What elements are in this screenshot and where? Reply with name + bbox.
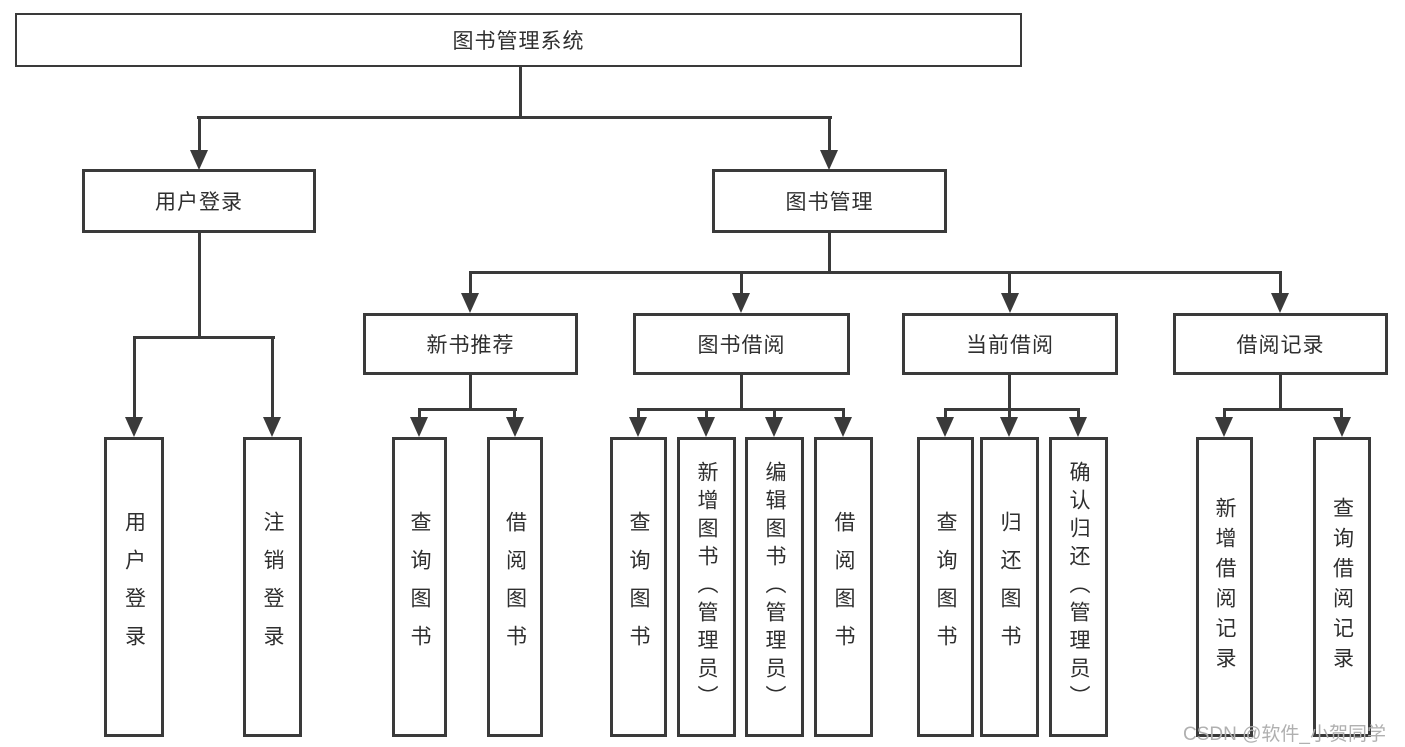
arrowhead-down bbox=[936, 417, 954, 437]
leaf-edit-books-admin: 编辑图书（管理员） bbox=[745, 437, 804, 737]
connector-section-horizontal bbox=[637, 408, 845, 411]
connector-root-horizontal bbox=[197, 116, 832, 119]
connector-section-horizontal bbox=[418, 408, 517, 411]
connector-root-riser bbox=[519, 66, 522, 119]
leaf-borrow-books-1: 借阅图书 bbox=[487, 437, 543, 737]
node-label: 注销登录 bbox=[261, 511, 284, 663]
leaf-query-books-1: 查询图书 bbox=[392, 437, 447, 737]
arrowhead-down bbox=[263, 417, 281, 437]
arrowhead-down bbox=[125, 417, 143, 437]
connector-section-riser bbox=[469, 375, 472, 408]
connector-stem bbox=[1340, 408, 1343, 417]
node-new-book-recommendation: 新书推荐 bbox=[363, 313, 578, 375]
connector-user-login-riser bbox=[198, 233, 201, 336]
connector-stem bbox=[637, 408, 640, 417]
leaf-logout: 注销登录 bbox=[243, 437, 302, 737]
connector-stem bbox=[944, 408, 947, 417]
node-label: 新增借阅记录 bbox=[1213, 497, 1236, 677]
connector-stem bbox=[842, 408, 845, 417]
connector-stem bbox=[740, 271, 743, 293]
arrowhead-down bbox=[834, 417, 852, 437]
leaf-query-borrow-record: 查询借阅记录 bbox=[1313, 437, 1371, 737]
node-label: 借阅图书 bbox=[832, 511, 855, 663]
connector-stem bbox=[705, 408, 708, 417]
leaf-confirm-return-admin: 确认归还（管理员） bbox=[1049, 437, 1108, 737]
connector-stem bbox=[1008, 271, 1011, 293]
node-label: 用户登录 bbox=[155, 191, 243, 214]
arrowhead-down bbox=[1001, 293, 1019, 313]
node-label: 新书推荐 bbox=[426, 334, 515, 357]
arrowhead-down bbox=[190, 150, 208, 170]
arrowhead-down bbox=[506, 417, 524, 437]
node-label: 用户登录 bbox=[122, 511, 146, 663]
node-label: 图书借阅 bbox=[697, 334, 786, 357]
node-book-borrowing: 图书借阅 bbox=[633, 313, 850, 375]
arrowhead-down bbox=[697, 417, 715, 437]
arrowhead-down bbox=[629, 417, 647, 437]
connector-stem bbox=[1077, 408, 1080, 417]
arrowhead-down bbox=[1215, 417, 1233, 437]
arrowhead-down bbox=[1271, 293, 1289, 313]
arrowhead-down bbox=[461, 293, 479, 313]
node-label: 查询借阅记录 bbox=[1330, 497, 1354, 677]
connector-book-mgmt-riser bbox=[828, 233, 831, 271]
leaf-query-books-3: 查询图书 bbox=[917, 437, 974, 737]
arrowhead-down bbox=[1069, 417, 1087, 437]
leaf-add-books-admin: 新增图书（管理员） bbox=[677, 437, 736, 737]
node-label: 查询图书 bbox=[408, 511, 431, 663]
connector-stem bbox=[1223, 408, 1226, 417]
node-label: 借阅图书 bbox=[503, 511, 527, 663]
arrowhead-down bbox=[1333, 417, 1351, 437]
leaf-borrow-books-2: 借阅图书 bbox=[814, 437, 873, 737]
connector-stem bbox=[198, 116, 201, 150]
connector-stem bbox=[1279, 271, 1282, 293]
connector-section-horizontal bbox=[1223, 408, 1342, 411]
node-borrowing-records: 借阅记录 bbox=[1173, 313, 1388, 375]
connector-stem bbox=[469, 271, 472, 293]
connector-stem bbox=[418, 408, 421, 417]
csdn-watermark: CSDN @软件_小贺同学 bbox=[1183, 724, 1386, 745]
connector-stem bbox=[513, 408, 516, 417]
connector-book-mgmt-horizontal bbox=[469, 271, 1282, 274]
node-label: 查询图书 bbox=[934, 511, 957, 663]
arrowhead-down bbox=[732, 293, 750, 313]
node-label: 编辑图书（管理员） bbox=[763, 461, 786, 713]
connector-section-horizontal bbox=[944, 408, 1079, 411]
leaf-add-borrow-record: 新增借阅记录 bbox=[1196, 437, 1253, 737]
node-user-login: 用户登录 bbox=[82, 169, 316, 233]
arrowhead-down bbox=[765, 417, 783, 437]
arrowhead-down bbox=[1000, 417, 1018, 437]
node-library-management-system: 图书管理系统 bbox=[15, 13, 1022, 67]
connector-stem bbox=[828, 116, 831, 150]
node-book-management: 图书管理 bbox=[712, 169, 947, 233]
node-label: 新增图书（管理员） bbox=[695, 461, 718, 713]
connector-section-riser bbox=[1279, 375, 1282, 408]
node-label: 图书管理系统 bbox=[452, 30, 585, 53]
connector-stem bbox=[271, 336, 274, 417]
node-current-borrowing: 当前借阅 bbox=[902, 313, 1118, 375]
connector-stem bbox=[1008, 408, 1011, 417]
arrowhead-down bbox=[410, 417, 428, 437]
connector-user-login-horizontal bbox=[133, 336, 275, 339]
leaf-query-books-2: 查询图书 bbox=[610, 437, 667, 737]
connector-stem bbox=[773, 408, 776, 417]
leaf-return-books: 归还图书 bbox=[980, 437, 1039, 737]
arrowhead-down bbox=[820, 150, 838, 170]
node-label: 图书管理 bbox=[785, 191, 874, 214]
node-label: 当前借阅 bbox=[966, 334, 1054, 357]
connector-section-riser bbox=[740, 375, 743, 408]
node-label: 借阅记录 bbox=[1236, 334, 1325, 357]
node-label: 查询图书 bbox=[627, 511, 650, 663]
connector-stem bbox=[133, 336, 136, 417]
node-label: 归还图书 bbox=[998, 511, 1021, 663]
connector-section-riser bbox=[1008, 375, 1011, 408]
node-label: 确认归还（管理员） bbox=[1067, 461, 1090, 713]
leaf-user-login: 用户登录 bbox=[104, 437, 164, 737]
